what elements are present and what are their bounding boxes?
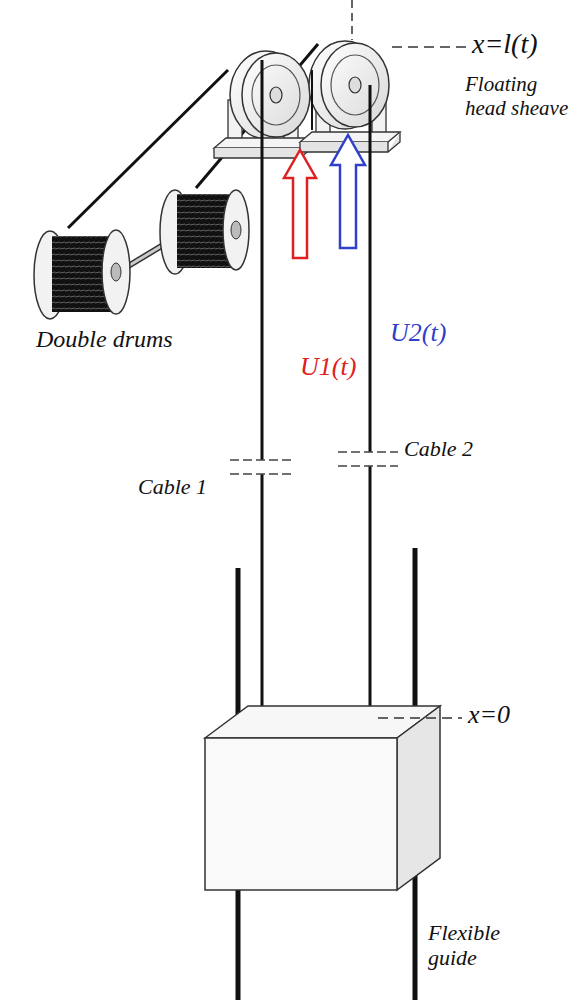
part-name: Flexible guide — [428, 920, 528, 971]
signal-name: U1(t) — [300, 352, 356, 382]
axis-line — [351, 0, 353, 40]
part-name: Cable 2 — [404, 436, 473, 461]
part-name: Floating head sheave — [465, 72, 583, 120]
double-drums — [34, 190, 249, 319]
floating-head-sheave — [300, 41, 400, 152]
signal-name: U2(t) — [390, 318, 446, 348]
part-name: Cable 1 — [138, 474, 207, 499]
position-label: x=0 — [468, 700, 510, 730]
cable-1 — [261, 60, 264, 460]
position-label: x=l(t) — [472, 28, 538, 60]
break-mark — [230, 452, 398, 474]
part-name: Double drums — [36, 326, 173, 354]
cable-2 — [369, 466, 372, 718]
force-arrow-u2 — [331, 135, 365, 248]
level-line — [378, 717, 462, 719]
force-arrow-u1 — [284, 150, 316, 258]
cable-rope — [311, 70, 313, 130]
cable-2 — [369, 85, 372, 452]
conveyance — [205, 706, 440, 890]
level-line — [392, 46, 466, 48]
cable-1 — [261, 474, 264, 720]
